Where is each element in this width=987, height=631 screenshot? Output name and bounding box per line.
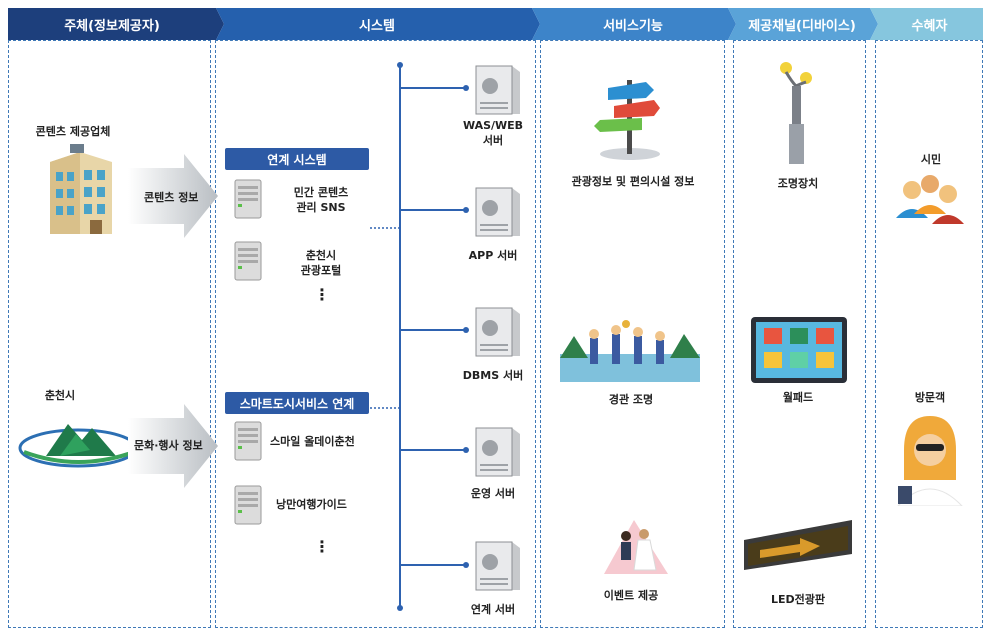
smart-items-ellipsis: ⋮ [314, 537, 330, 556]
event-icon [604, 520, 668, 574]
service-tourism-label: 관광정보 및 편의시설 정보 [571, 175, 695, 188]
network-lines [370, 62, 469, 611]
signpost-icon [594, 80, 660, 160]
beneficiary-citizen-label: 시민 [920, 153, 942, 166]
chuncheon-logo [18, 424, 138, 468]
landscape-lighting-icon [560, 320, 700, 382]
building-icon [50, 144, 112, 234]
link-server-icon-1 [234, 179, 262, 219]
header-providers: 주체(정보제공자) [64, 18, 160, 34]
smart-item-1-label: 스마일 올데이춘천 [270, 435, 355, 448]
led-signboard-icon [744, 520, 852, 570]
smart-server-icon-2 [234, 485, 262, 525]
smart-item-2-label: 낭만여행가이드 [276, 498, 347, 511]
app-server-icon [475, 187, 520, 237]
service-lighting-label: 경관 조명 [608, 393, 654, 406]
header-background [8, 8, 983, 40]
header-beneficiaries: 수혜자 [911, 18, 948, 34]
was-web-server-label: WAS/WEB 서버 [462, 119, 524, 147]
culture-info-arrow [128, 404, 218, 488]
wallpad-icon [751, 317, 847, 383]
link-server-label: 연계 서버 [470, 603, 516, 616]
service-event-label: 이벤트 제공 [603, 589, 659, 602]
smart-system-title: 스마트도시서비스 연계 [225, 392, 369, 414]
dbms-server-icon [475, 307, 520, 357]
provider-company-label: 콘텐츠 제공업체 [35, 125, 111, 138]
provider-city-label: 춘천시 [44, 389, 76, 402]
app-server-label: APP 서버 [468, 249, 518, 262]
providers-column [8, 40, 211, 628]
dbms-server-label: DBMS 서버 [462, 369, 524, 382]
header-system: 시스템 [359, 18, 395, 34]
channel-lighting-label: 조명장치 [777, 177, 819, 190]
link-item-2-label: 춘천시 관광포털 [300, 249, 342, 277]
channel-led-label: LED전광판 [770, 593, 825, 606]
lighting-device-icon [780, 62, 812, 164]
visitor-icon [897, 416, 963, 506]
link-system-title: 연계 시스템 [225, 148, 369, 170]
citizens-icon [896, 175, 964, 224]
operation-server-label: 운영 서버 [470, 487, 516, 500]
header-services: 서비스기능 [603, 18, 663, 34]
beneficiaries-column [875, 40, 983, 628]
operation-server-icon [475, 427, 520, 477]
content-info-arrow-label: 콘텐츠 정보 [144, 191, 199, 204]
link-server-icon-2 [234, 241, 262, 281]
culture-info-arrow-label: 문화·행사 정보 [134, 439, 203, 452]
was-web-server-icon [475, 65, 520, 115]
smart-server-icon-1 [234, 421, 262, 461]
channel-wallpad-label: 월패드 [782, 391, 814, 404]
header-bar: 주체(정보제공자) 시스템 서비스기능 제공채널(디바이스) 수혜자 [8, 8, 983, 40]
content-info-arrow [128, 154, 218, 238]
beneficiary-visitor-label: 방문객 [914, 391, 946, 404]
link-server-icon [475, 541, 520, 591]
link-item-1-label: 민간 콘텐츠 관리 SNS [293, 186, 349, 214]
link-items-ellipsis: ⋮ [314, 285, 330, 304]
header-channels: 제공채널(디바이스) [748, 18, 856, 34]
